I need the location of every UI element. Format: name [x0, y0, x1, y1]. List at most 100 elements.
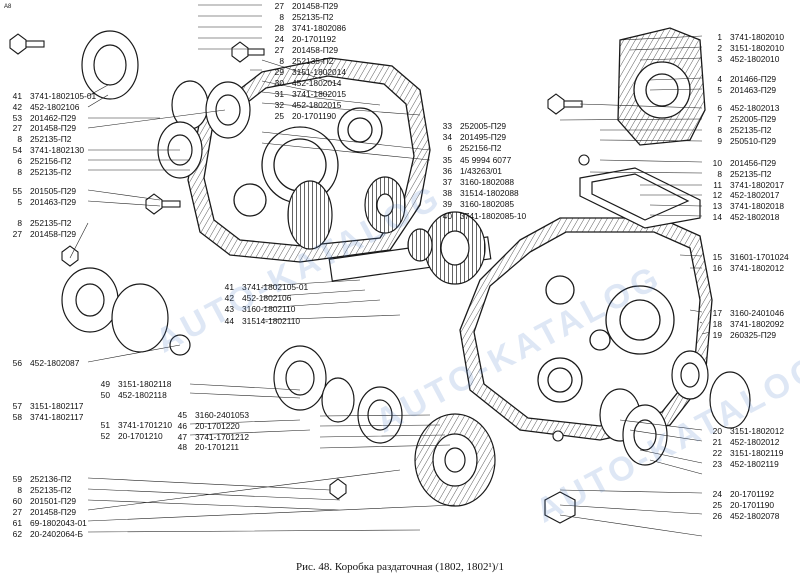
part-code: 201458-П29	[292, 1, 339, 11]
callout-number: 52	[100, 431, 110, 441]
callout-number: 11	[713, 179, 722, 190]
callout-number: 2	[717, 43, 722, 53]
callout-left-bottom-1: 8 252135-П2	[0, 485, 71, 495]
callout-number: 15	[712, 252, 722, 262]
callout-number: 1	[717, 32, 722, 42]
part-code: 3741-1701212	[195, 431, 250, 442]
part-code: 3741-1802092	[730, 319, 785, 329]
callout-right-mid-2: 11 3741-1802017	[700, 180, 784, 190]
part-code: 201495-П29	[460, 132, 507, 143]
callout-number: 8	[17, 218, 22, 228]
bolt-set	[9, 33, 590, 500]
part-code: 3160-2401046	[730, 308, 785, 318]
callout-top-center-8: 31 3741-1802015	[262, 89, 346, 99]
part-code: 452-1802078	[730, 511, 780, 521]
part-code: 252005-П29	[730, 114, 777, 124]
callout-number: 54	[12, 145, 22, 155]
part-code: 252156-П2	[30, 155, 72, 166]
callout-number: 8	[717, 168, 722, 179]
callout-number: 5	[717, 85, 722, 95]
callout-number: 31	[274, 89, 284, 99]
part-code: 3151-1802117	[30, 401, 84, 411]
callout-number: 14	[712, 212, 722, 222]
callout-number: 13	[712, 201, 722, 212]
callout-number: 6	[717, 103, 722, 113]
callout-number: 44	[224, 315, 234, 326]
callout-number: 45	[177, 410, 187, 420]
part-code: 452-1802010	[730, 54, 780, 64]
callout-number: 43	[224, 304, 234, 315]
part-code: 20-1701190	[730, 500, 775, 510]
part-code: 3151-1802012	[730, 426, 785, 436]
part-code: 3741-1802085-10	[460, 210, 527, 221]
part-code: 3741-1802130	[30, 145, 85, 155]
part-code: 452-1802012	[730, 437, 780, 447]
callout-number: 48	[177, 442, 187, 453]
part-code: 252005-П29	[460, 121, 507, 131]
corner-mark: A8	[4, 4, 12, 10]
callout-number: 27	[12, 123, 22, 134]
callout-number: 7	[717, 114, 722, 124]
part-code: 3741-1802015	[292, 89, 347, 99]
callout-number: 62	[12, 529, 22, 539]
callout-number: 18	[712, 319, 722, 329]
part-code: 252135-П2	[730, 125, 772, 135]
part-code: 20-1701210	[118, 431, 163, 441]
callout-number: 25	[274, 111, 284, 121]
part-code: 252135-П2	[30, 166, 72, 177]
top-cover-part	[617, 27, 706, 146]
part-code: 3741-1802017	[730, 179, 785, 190]
callout-number: 28	[274, 23, 284, 33]
part-code: 20-2402064-Б	[30, 529, 83, 539]
callout-number: 22	[712, 448, 722, 458]
callout-number: 49	[100, 379, 110, 389]
rear-housing-part	[459, 217, 713, 441]
callout-right-bottom-0: 20 3151-1802012	[700, 426, 784, 436]
part-code: 3741-1802086	[292, 23, 347, 33]
callout-right-upper-1: 7 252005-П29	[700, 114, 776, 124]
callout-right-top-2: 3 452-1802010	[700, 54, 779, 64]
callout-number: 8	[17, 485, 22, 495]
callout-number: 38	[442, 188, 452, 199]
part-code: 3151-1802118	[118, 379, 172, 389]
part-code: 3741-1802105-01	[242, 282, 309, 292]
part-code: 201458-П29	[30, 229, 77, 239]
callout-number: 6	[17, 155, 22, 166]
callout-number: 3	[717, 54, 722, 64]
bearing-set-left	[61, 30, 251, 356]
part-code: 3741-1802117	[30, 412, 84, 422]
part-code: 20-1701220	[195, 420, 240, 431]
part-code: 452-1802017	[730, 190, 780, 201]
callout-number: 20	[712, 426, 722, 436]
part-code: 3160-1802085	[460, 199, 515, 210]
part-code: 252135-П2	[30, 485, 72, 495]
part-code: 3741-1802105-01	[30, 91, 97, 101]
part-code: 201458-П29	[30, 507, 77, 517]
callout-number: 19	[712, 330, 722, 340]
part-code: 3741-1802018	[730, 201, 785, 212]
callout-left-upper-6: 6 252156-П2	[0, 156, 71, 166]
part-code: 201463-П29	[730, 85, 777, 95]
figure-caption: Рис. 48. Коробка раздаточная (1802, 1802…	[296, 561, 504, 573]
